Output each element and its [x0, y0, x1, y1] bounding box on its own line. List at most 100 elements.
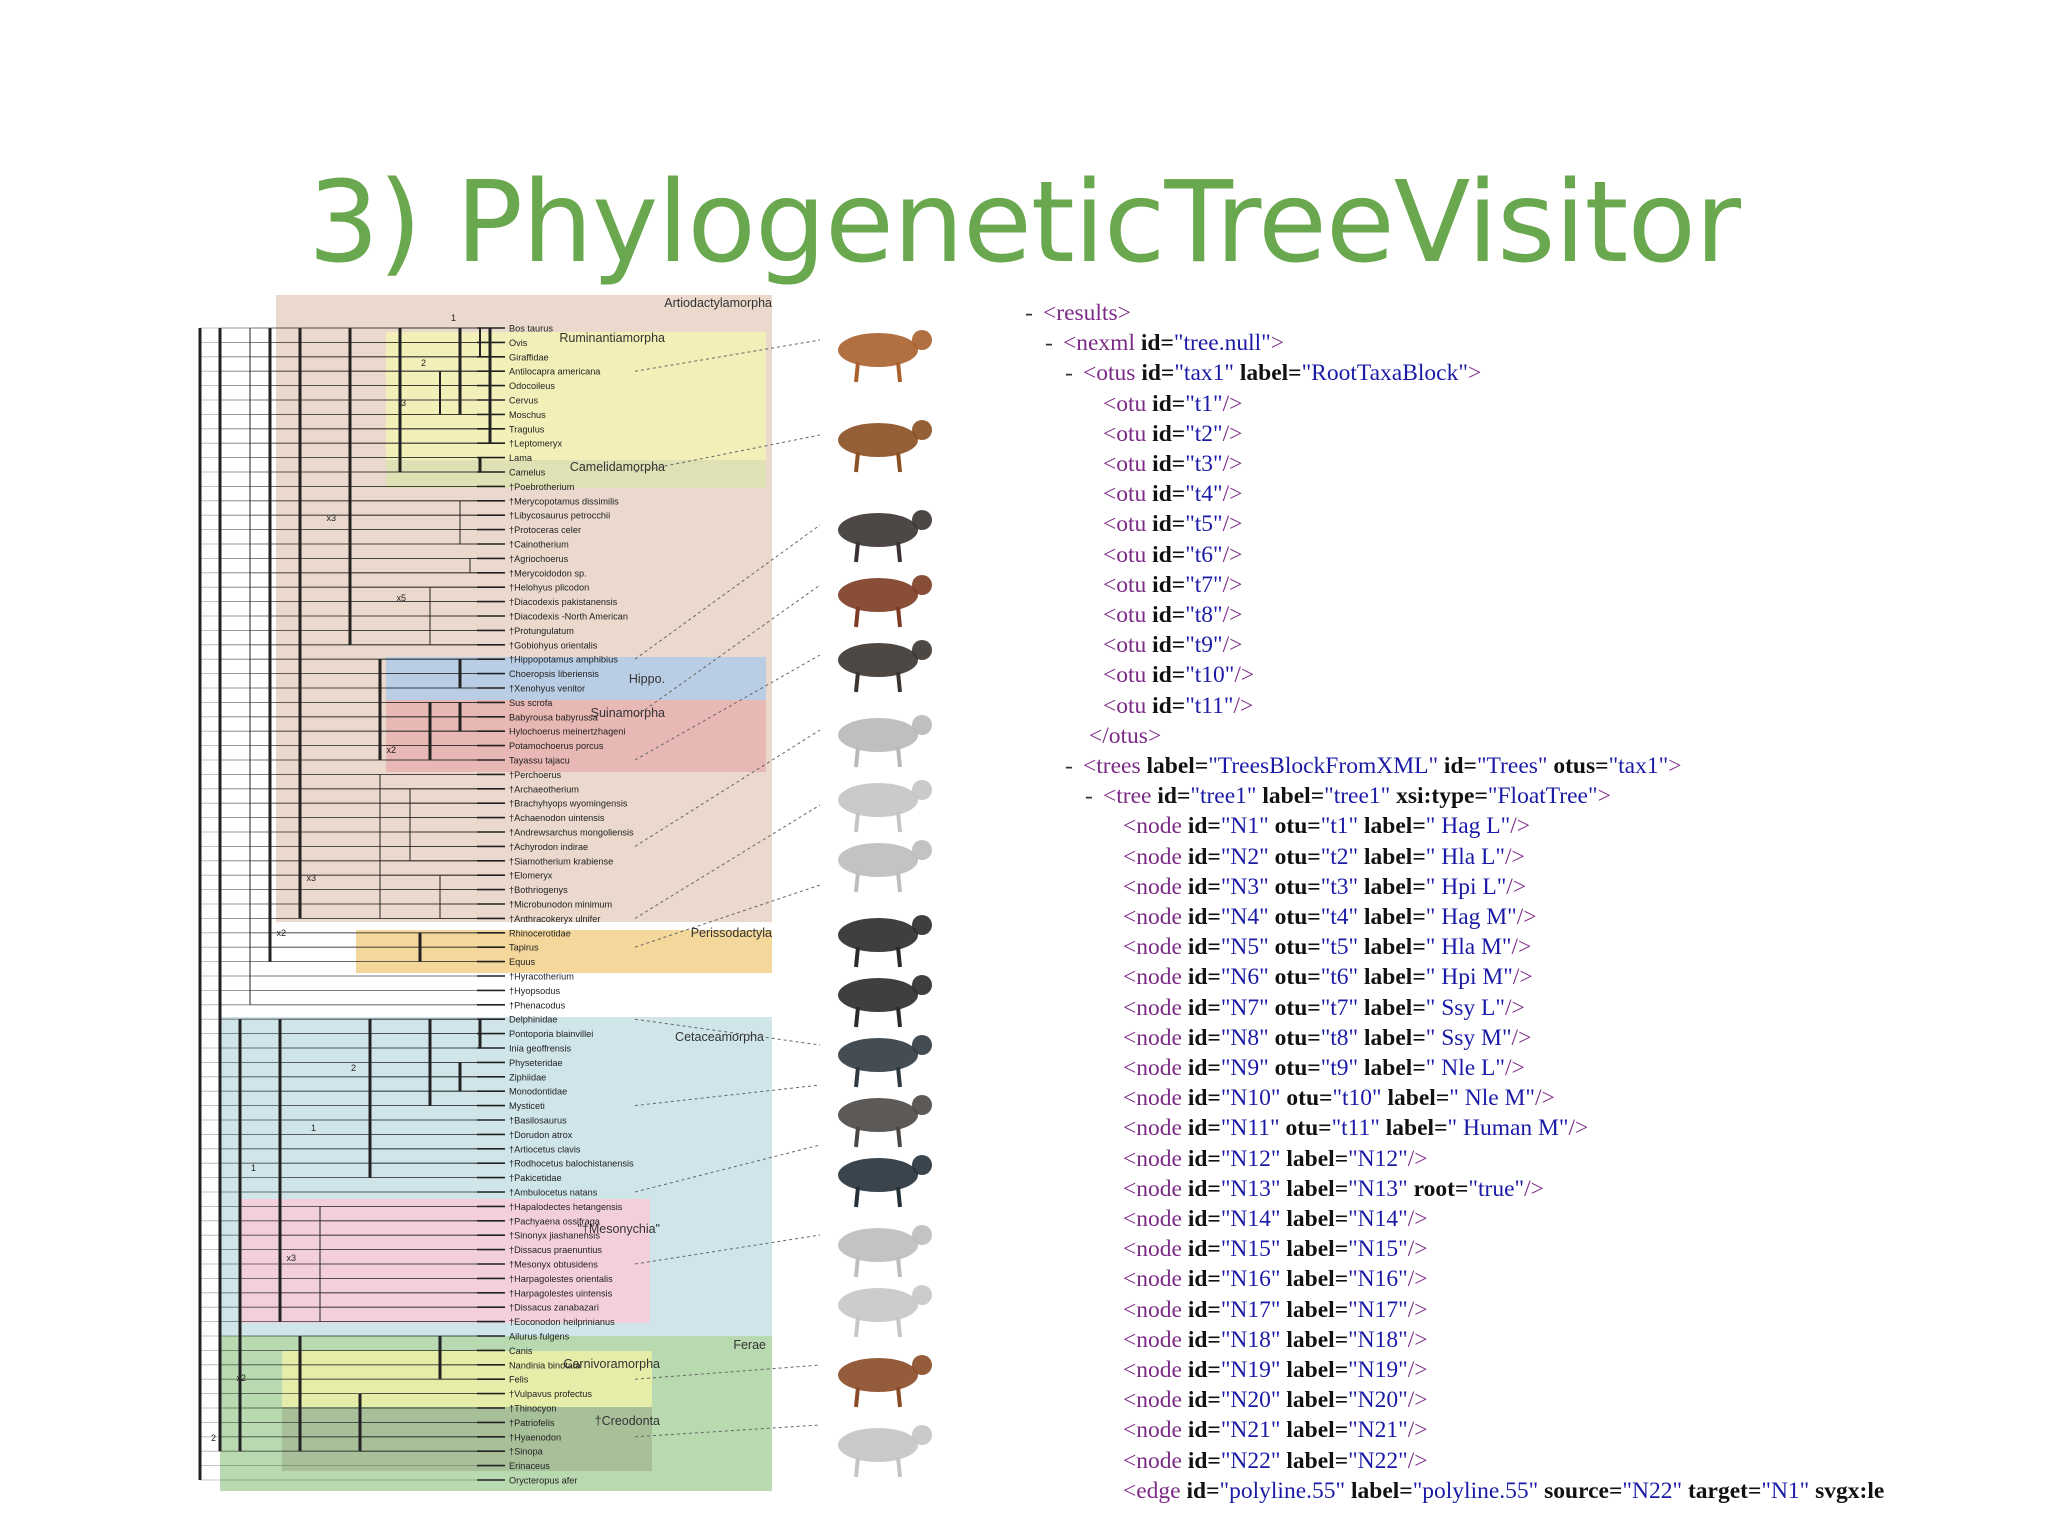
xml-tag-name: <node: [1123, 813, 1182, 840]
xml-attr-name: id: [1443, 753, 1464, 779]
xml-attr-name: label: [1364, 904, 1413, 930]
group-label-creo: †Creodonta: [595, 1414, 660, 1428]
xml-equals: =: [1171, 692, 1186, 719]
xml-equals: =: [1463, 753, 1477, 779]
support-value: x2: [386, 745, 396, 755]
antelope-silhouette-icon: [838, 333, 918, 367]
xml-attr-value: "N15": [1348, 1236, 1408, 1263]
xml-collapse-toggle[interactable]: -: [1065, 753, 1073, 779]
xml-tag-close: />: [1234, 662, 1255, 689]
xml-tag-name: <node: [1123, 994, 1182, 1021]
xml-line: <node id="N1" otu="t1" label=" Hag L"/>: [1105, 811, 1530, 841]
silhouette-leg: [896, 946, 902, 968]
xml-tag-name: <node: [1123, 1387, 1182, 1414]
xml-attr-name: id: [1152, 571, 1172, 598]
xml-equals: =: [1307, 873, 1321, 900]
taxon-label: Nandinia binotata: [509, 1360, 581, 1370]
xml-attr-value: "N14": [1220, 1206, 1281, 1232]
group-label-periss: Perissodactyla: [691, 926, 772, 940]
xml-attr-name: id: [1187, 1266, 1208, 1293]
taxon-label: †Ambulocetus natans: [509, 1188, 598, 1198]
xml-tag-name: <node: [1123, 1266, 1182, 1293]
xml-attr-value: "N6": [1220, 964, 1269, 991]
xml-equals: =: [1160, 360, 1175, 387]
xml-equals: =: [1207, 1236, 1221, 1263]
xml-line[interactable]: -<tree id="tree1" label="tree1" xsi:type…: [1085, 781, 1611, 811]
xml-collapse-toggle[interactable]: -: [1085, 783, 1093, 810]
xml-attr-value: "N10": [1220, 1085, 1281, 1112]
xml-equals: =: [1206, 1477, 1220, 1504]
taxon-label: †Sinopa: [509, 1447, 544, 1457]
xml-collapse-toggle[interactable]: -: [1045, 330, 1053, 357]
silhouette-head: [912, 1425, 932, 1445]
silhouette-leg: [896, 871, 902, 893]
xml-tag-close: />: [1222, 390, 1243, 417]
xml-equals: =: [1608, 1477, 1623, 1504]
xml-collapse-toggle[interactable]: -: [1065, 360, 1073, 387]
xml-equals: =: [1207, 873, 1221, 900]
xml-attr-value: " Hla M": [1425, 934, 1512, 961]
xml-line[interactable]: -<otus id="tax1" label="RootTaxaBlock">: [1065, 358, 1481, 388]
xml-equals: =: [1334, 1326, 1349, 1353]
silhouette-leg: [896, 1006, 902, 1028]
xml-tag-name: <node: [1123, 1236, 1182, 1263]
xml-attr-name: label: [1286, 1236, 1335, 1263]
xml-attr-value: "t11": [1185, 692, 1234, 719]
xml-attr-value: "N11": [1220, 1115, 1280, 1142]
xml-line: <otu id="t5"/>: [1085, 509, 1242, 539]
xml-attr-value: "N19": [1348, 1357, 1408, 1383]
xml-line[interactable]: -<results>: [1025, 298, 1131, 328]
xml-tag-name: <node: [1123, 1447, 1182, 1474]
xml-collapse-toggle[interactable]: -: [1025, 300, 1033, 326]
silhouette-leg: [896, 1126, 902, 1148]
xml-line: <node id="N19" label="N19"/>: [1105, 1355, 1428, 1385]
camel-silhouette-icon: [838, 423, 918, 457]
taxon-label: Canis: [509, 1346, 533, 1356]
xml-line[interactable]: -<nexml id="tree.null">: [1045, 328, 1284, 358]
xml-equals: =: [1334, 1266, 1349, 1293]
xml-tag-close: />: [1407, 1326, 1428, 1353]
xml-equals: =: [1207, 1115, 1221, 1142]
xml-attr-value: " Ssy M": [1425, 1024, 1512, 1051]
silhouette-head: [912, 1225, 932, 1245]
xml-attr-value: "N16": [1348, 1266, 1408, 1293]
taxon-label: †Anthracokeryx ulnifer: [509, 914, 600, 924]
xml-tag-close: />: [1516, 904, 1537, 930]
xml-line[interactable]: -<trees label="TreesBlockFromXML" id="Tr…: [1065, 751, 1681, 781]
taxon-label: Pontoporia blainvillei: [509, 1029, 593, 1039]
xml-equals: =: [1412, 873, 1426, 900]
xml-attr-value: "true": [1468, 1175, 1525, 1202]
xml-equals: =: [1171, 602, 1186, 628]
xml-attr-name: otu: [1274, 1055, 1308, 1081]
xml-attr-name: id: [1187, 813, 1208, 840]
xml-tag-close: />: [1506, 873, 1527, 900]
xml-equals: =: [1207, 1085, 1221, 1112]
taxon-label: Cervus: [509, 396, 539, 406]
xml-line: <node id="N6" otu="t6" label=" Hpi M"/>: [1105, 962, 1533, 992]
xml-equals: =: [1207, 1447, 1221, 1474]
xml-line: <otu id="t2"/>: [1085, 419, 1242, 449]
xml-attr-value: "t11": [1331, 1115, 1380, 1142]
silhouette-leg: [854, 811, 860, 833]
xml-tag-close: />: [1222, 632, 1243, 659]
xml-equals: =: [1334, 1236, 1349, 1263]
xml-attr-value: "tree1": [1190, 783, 1257, 810]
support-value: 1: [251, 1163, 256, 1173]
xml-line: <node id="N8" otu="t8" label=" Ssy M"/>: [1105, 1023, 1531, 1053]
xml-tag-close: />: [1510, 813, 1530, 840]
xml-tag-name: <node: [1123, 1115, 1182, 1142]
taxon-label: Physeteridae: [509, 1058, 563, 1068]
silhouette-leg: [854, 946, 860, 968]
support-value: x3: [286, 1253, 296, 1263]
xml-attr-name: label: [1364, 994, 1413, 1021]
xml-equals: =: [1307, 994, 1321, 1021]
support-value: x5: [396, 593, 406, 603]
xml-tag-close: />: [1407, 1417, 1428, 1444]
taxon-label: †Cainotherium: [509, 540, 569, 550]
silhouette-leg: [854, 361, 860, 383]
humpback-silhouette-icon: [838, 1158, 918, 1192]
taxon-label: †Xenohyus venitor: [509, 684, 585, 694]
xml-tag-name: <otu: [1103, 662, 1147, 689]
taxon-label: †Hyaenodon: [509, 1432, 561, 1442]
support-value: 2: [351, 1063, 356, 1073]
